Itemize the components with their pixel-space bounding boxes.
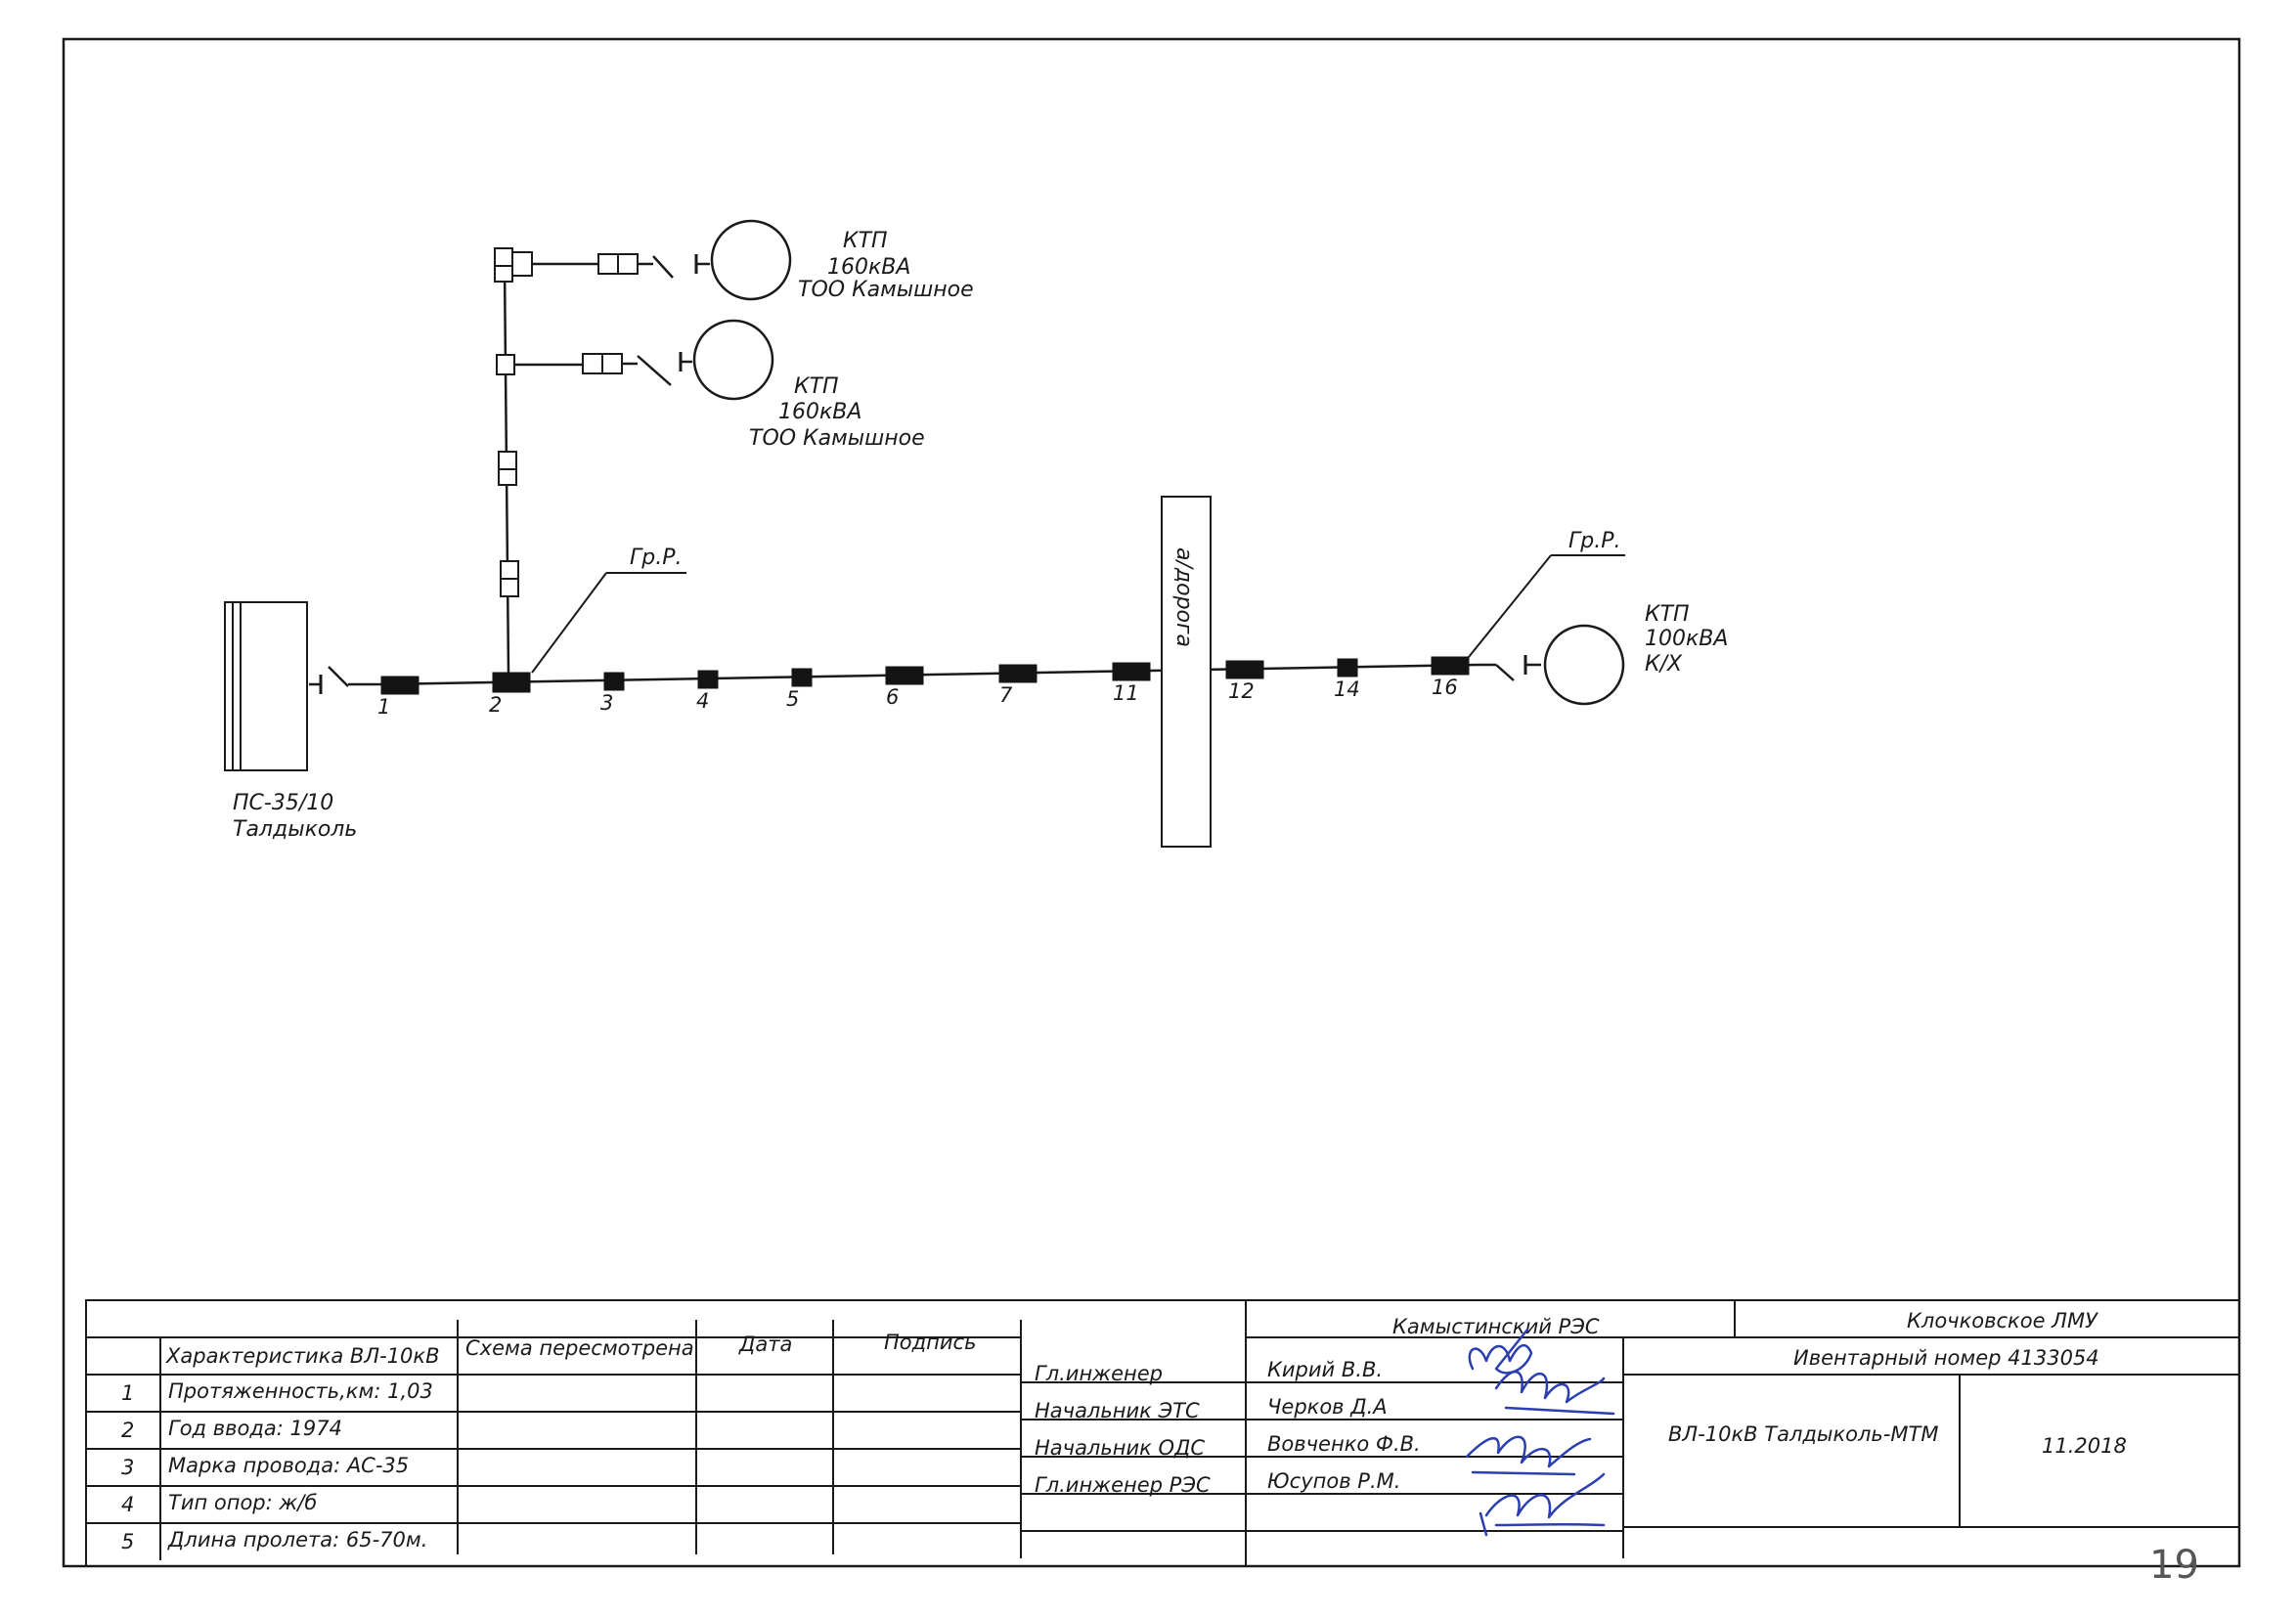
char-row-text: Марка провода: АС-35 [168,1454,409,1477]
header-scheme-revised: Схема пересмотрена [465,1336,694,1360]
main-line-poles [380,656,1470,695]
branch-pole-upper [494,247,533,283]
main-feeder-line [380,663,1479,686]
ktp-160-b-label-2: 160кВА [778,400,861,424]
ktp-100-label-3: К/Х [1645,652,1683,677]
pole-4 [697,670,719,689]
header-signature: Подпись [884,1331,976,1354]
pole-number-11: 11 [1113,681,1139,705]
pole-number-16: 16 [1432,676,1458,699]
pole-number-2: 2 [489,693,502,717]
signatory-name: Юсупов Р.М. [1267,1469,1400,1493]
signatory-name: Вовченко Ф.В. [1267,1432,1421,1456]
substation-symbol [224,601,308,771]
pole-number-5: 5 [786,687,799,711]
branch-pole-lower-2 [500,560,519,597]
ktp-160-b-transformer [692,319,774,401]
group-breaker-label-1: Гр.Р. [630,546,682,570]
substation-location: Талдыколь [233,817,357,842]
ktp-160-a-label-2: 160кВА [827,255,910,280]
ktp-100-label-1: КТП [1645,602,1690,627]
res-name: Камыстинский РЭС [1392,1315,1600,1338]
substation-name: ПС-35/10 [233,791,333,815]
pole-2 [492,672,531,693]
char-row-text: Длина пролета: 65-70м. [167,1528,427,1551]
ktp-160-b-label-1: КТП [794,374,839,399]
pole-3 [603,672,625,691]
pole-5 [791,668,813,687]
signatory-position: Начальник ЭТС [1035,1399,1200,1422]
pole-number-12: 12 [1228,679,1255,703]
inventory-number: Ивентарный номер 4133054 [1793,1346,2099,1370]
char-row-text: Протяженность,км: 1,03 [168,1379,433,1403]
group-breaker-label-2: Гр.Р. [1568,529,1620,553]
signatory-position: Гл.инженер РЭС [1035,1473,1211,1497]
pole-number-3: 3 [600,691,613,715]
pole-12 [1225,660,1264,679]
handwritten-signatures [1465,1328,1615,1537]
pole-number-7: 7 [999,683,1013,707]
header-characteristics: Характеристика ВЛ-10кВ [165,1344,440,1368]
pole-number-14: 14 [1334,677,1360,701]
ktp-160-b-disconnector [622,352,692,386]
revision-date: 11.2018 [2042,1434,2127,1458]
signatory-position: Гл.инженер [1035,1362,1163,1385]
char-row-number: 2 [121,1419,134,1442]
char-row-text: Тип опор: ж/б [168,1491,317,1514]
ktp-160-b-fuse [582,353,623,374]
ktp-160-b-label-3: ТОО Камышное [749,426,925,451]
characteristics-rows: 1 Протяженность,км: 1,03 2 Год ввода: 1974 3… [121,1379,433,1553]
lmu-name: Клочковское ЛМУ [1907,1309,2098,1333]
char-row-text: Год ввода: 1974 [168,1417,342,1440]
header-date: Дата [738,1333,792,1356]
signatory-name: Черков Д.А [1267,1395,1388,1419]
ktp-160-a-label-1: КТП [843,229,888,253]
line-name: ВЛ-10кВ Талдыколь-МТМ [1668,1422,1938,1446]
ktp-100-label-2: 100кВА [1645,627,1728,651]
pole-7 [998,664,1038,683]
pole-number-1: 1 [377,695,390,719]
pole-1 [380,676,419,695]
ktp-160-a-transformer [710,219,792,301]
title-block [85,1299,2240,1567]
ktp-100-transformer [1543,624,1625,706]
pole-6 [885,666,924,685]
group-breaker-leader-2 [1468,554,1625,658]
pole-16 [1431,656,1470,676]
char-row-number: 4 [121,1493,134,1516]
char-row-number: 3 [121,1456,134,1479]
branch-pole-middle [496,354,515,375]
page-number: 19 [2149,1543,2199,1588]
char-row-number: 1 [121,1381,134,1405]
char-row-number: 5 [121,1530,134,1553]
road-label: а/дорога [1171,547,1196,647]
pole-14 [1337,658,1358,677]
substation-disconnector [309,666,381,694]
group-breaker-leader-1 [531,572,686,674]
pole-number-4: 4 [696,689,709,713]
pole-11 [1112,662,1151,681]
branch-pole-lower-1 [498,451,517,486]
ktp-160-a-fuse [597,253,639,275]
ktp-160-a-label-3: ТОО Камышное [798,278,974,302]
ktp-160-a-disconnector [638,254,710,279]
pole-number-6: 6 [886,685,899,709]
signatory-position: Начальник ОДС [1035,1436,1205,1460]
signatory-rows: Гл.инженер Кирий В.В. Начальник ЭТС Черков … [1035,1358,1421,1497]
road-crossing [1161,496,1212,848]
signatory-name: Кирий В.В. [1267,1358,1383,1381]
end-disconnector [1479,655,1541,681]
